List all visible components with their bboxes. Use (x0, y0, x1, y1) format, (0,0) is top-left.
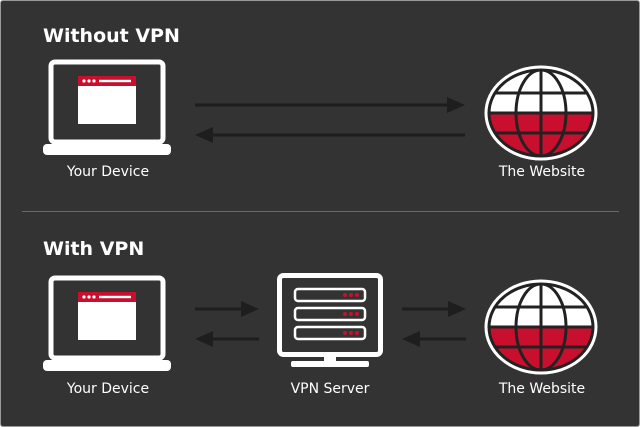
arrow-left-icon (195, 127, 465, 143)
arrow-right-icon (402, 301, 466, 317)
website-label: The Website (498, 164, 586, 180)
arrow-right-icon (195, 97, 465, 113)
arrow-left-icon (402, 331, 466, 347)
laptop-icon (43, 275, 171, 371)
device-label: Your Device (66, 164, 150, 180)
arrow-right-icon (195, 301, 259, 317)
traffic-arrows-server-website (402, 301, 466, 347)
traffic-arrows (195, 97, 465, 143)
device-label-vpn: Your Device (66, 381, 150, 397)
section-divider (22, 211, 619, 212)
traffic-arrows-device-server (195, 301, 259, 347)
laptop-icon (43, 59, 171, 155)
with-vpn-title: With VPN (43, 238, 145, 260)
globe-icon (484, 279, 598, 375)
website-label-vpn: The Website (498, 381, 586, 397)
server-icon (277, 273, 383, 367)
vpn-server-label: VPN Server (290, 381, 370, 397)
globe-icon (484, 65, 598, 161)
arrow-left-icon (195, 331, 259, 347)
without-vpn-title: Without VPN (43, 25, 180, 47)
